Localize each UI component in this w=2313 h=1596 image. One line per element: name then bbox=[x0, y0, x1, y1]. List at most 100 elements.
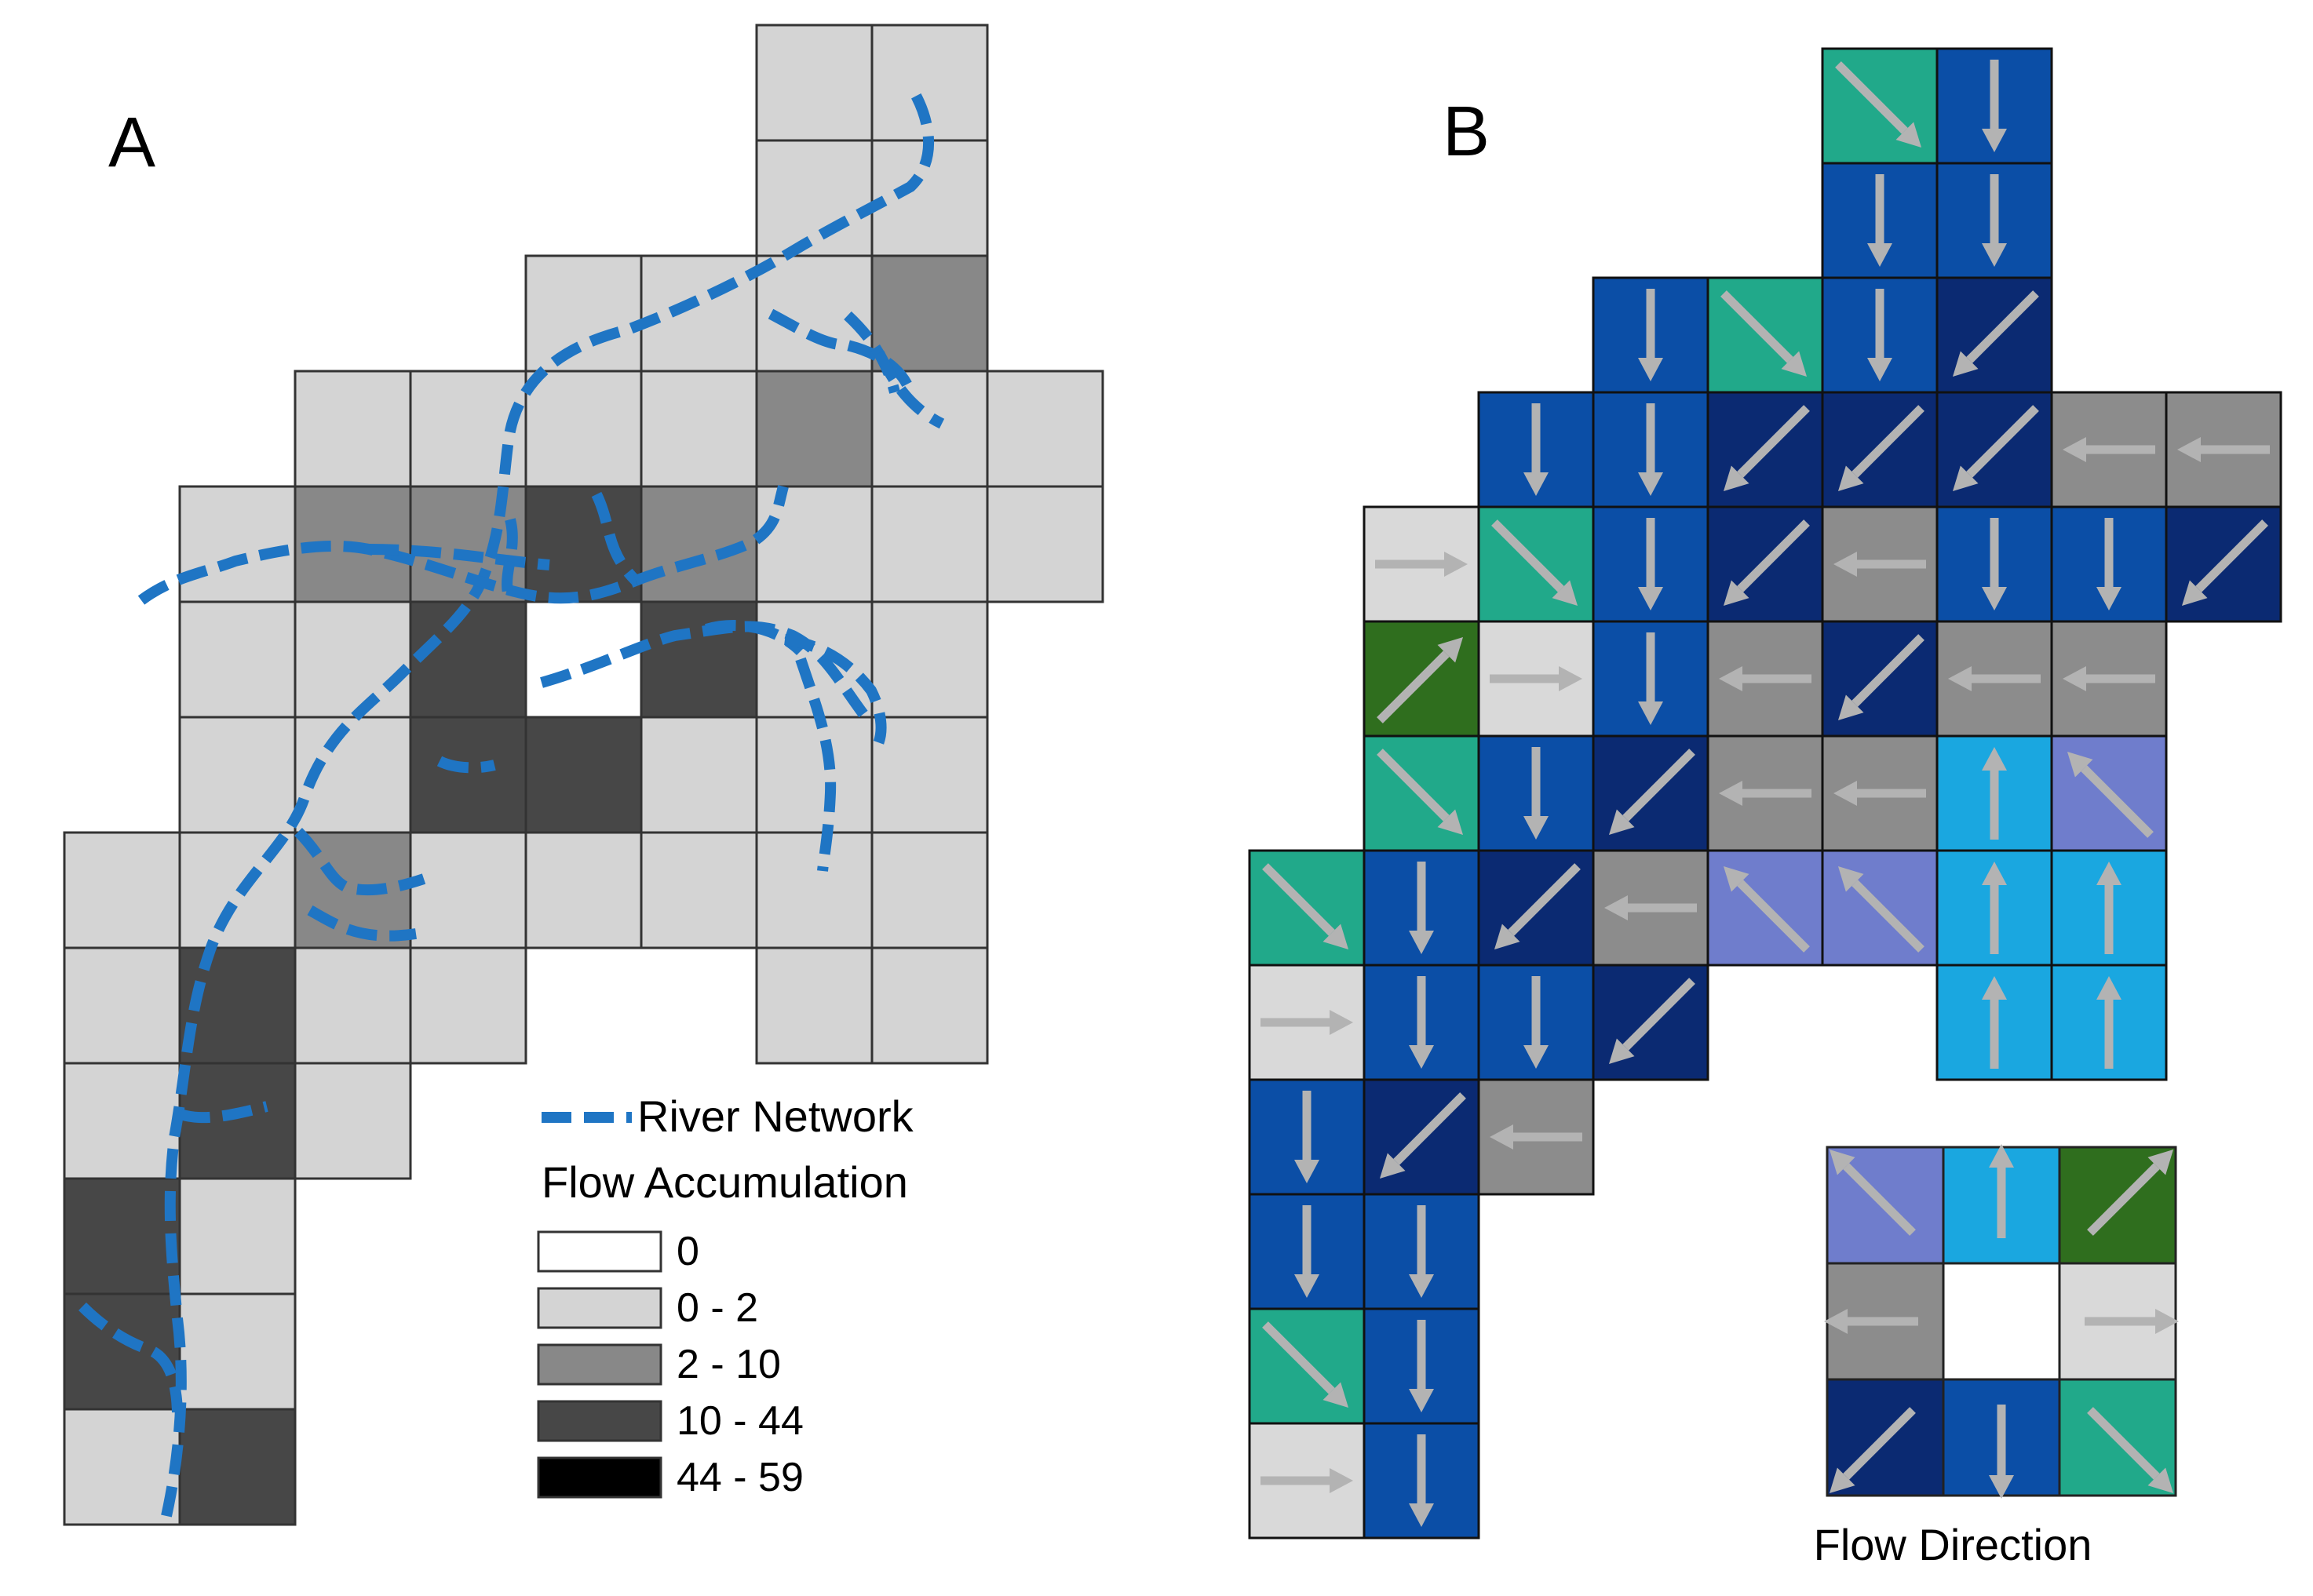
direction-arrow-head bbox=[1437, 636, 1464, 663]
legend-direction-cell bbox=[1824, 1262, 1945, 1381]
accumulation-cell bbox=[870, 716, 989, 834]
accumulation-cell bbox=[755, 716, 874, 834]
direction-arrow-head bbox=[1409, 931, 1434, 954]
river-segment bbox=[78, 1303, 183, 1413]
accumulation-cell bbox=[986, 370, 1104, 488]
direction-arrow-head bbox=[1948, 666, 1972, 691]
direction-cell bbox=[1363, 1422, 1480, 1540]
direction-arrow-head bbox=[1638, 472, 1663, 496]
legend-direction-arrow-shaft bbox=[2087, 1163, 2160, 1236]
direction-cell bbox=[1935, 162, 2053, 279]
direction-cell bbox=[2050, 964, 2168, 1081]
direction-arrow-head bbox=[1608, 809, 1635, 836]
direction-arrow-head bbox=[1409, 1045, 1434, 1069]
direction-arrow-head bbox=[1723, 580, 1749, 607]
direction-cell bbox=[1706, 505, 1824, 623]
river-segment bbox=[591, 491, 640, 585]
direction-cell bbox=[1363, 1078, 1480, 1196]
direction-cell bbox=[1363, 1307, 1480, 1425]
direction-arrow-head bbox=[1294, 1160, 1319, 1183]
direction-arrow-shaft bbox=[1851, 405, 1924, 478]
direction-cell bbox=[2050, 849, 2168, 967]
direction-arrow-head bbox=[1444, 552, 1468, 577]
accumulation-cell bbox=[409, 831, 527, 949]
direction-arrow-head bbox=[1952, 351, 1979, 377]
accumulation-cell bbox=[63, 1177, 181, 1295]
direction-arrow-shaft bbox=[1622, 749, 1695, 822]
direction-cell bbox=[1592, 734, 1709, 852]
direction-arrow-head bbox=[1982, 747, 2007, 771]
river-segment bbox=[874, 350, 945, 429]
legend-direction-arrow-head bbox=[2147, 1467, 2174, 1494]
direction-arrow-head bbox=[1409, 1503, 1434, 1527]
direction-cell bbox=[1592, 505, 1709, 623]
river-network bbox=[78, 83, 945, 1518]
direction-arrow-head bbox=[1982, 862, 2007, 885]
direction-arrow-shaft bbox=[1737, 880, 1810, 953]
accumulation-cell bbox=[524, 716, 643, 834]
direction-cell bbox=[1592, 391, 1709, 508]
direction-arrow-head bbox=[2063, 666, 2086, 691]
legend-direction-arrow-head bbox=[1989, 1475, 2014, 1499]
river-segment bbox=[178, 1101, 268, 1124]
direction-cell bbox=[1821, 849, 1939, 967]
direction-arrow-head bbox=[1837, 865, 1864, 892]
legend-swatch bbox=[537, 1400, 662, 1442]
direction-arrow-head bbox=[1559, 666, 1582, 691]
flow-direction-grid bbox=[1248, 47, 2282, 1540]
river-segment bbox=[502, 518, 518, 598]
legend-direction-arrow-head bbox=[1824, 1309, 1848, 1334]
direction-cell bbox=[1592, 620, 1709, 738]
direction-arrow-head bbox=[1523, 816, 1549, 840]
direction-cell bbox=[1477, 964, 1595, 1081]
accumulation-cell bbox=[178, 716, 297, 834]
legend-direction-cell bbox=[1942, 1378, 2061, 1499]
direction-cell bbox=[2050, 734, 2168, 852]
direction-cell bbox=[1706, 391, 1824, 508]
flow-accumulation-grid bbox=[63, 24, 1104, 1526]
accumulation-cell bbox=[409, 716, 527, 834]
direction-cell bbox=[1363, 620, 1480, 738]
direction-arrow-head bbox=[1867, 358, 1892, 381]
legend-direction-cell bbox=[2058, 1146, 2177, 1265]
direction-cell bbox=[1363, 1193, 1480, 1310]
legend-swatch bbox=[537, 1287, 662, 1329]
direction-arrow-head bbox=[1723, 465, 1749, 492]
direction-cell bbox=[2050, 505, 2168, 623]
legend-river-entry: River Network bbox=[542, 1091, 914, 1141]
direction-arrow-shaft bbox=[1966, 290, 2039, 363]
legend-swatch bbox=[537, 1456, 662, 1499]
accumulation-cell bbox=[640, 370, 758, 488]
direction-cell bbox=[1363, 849, 1480, 967]
direction-cell bbox=[1477, 391, 1595, 508]
direction-arrow-head bbox=[1719, 781, 1742, 806]
direction-cell bbox=[1935, 47, 2053, 165]
accumulation-cell bbox=[640, 831, 758, 949]
direction-arrow-head bbox=[2096, 862, 2121, 885]
direction-arrow-head bbox=[1322, 1382, 1349, 1408]
direction-arrow-shaft bbox=[1851, 880, 1924, 953]
legend-class-label: 0 bbox=[677, 1229, 699, 1274]
direction-cell bbox=[1935, 964, 2053, 1081]
flow-direction-legend bbox=[1824, 1144, 2179, 1499]
direction-arrow-shaft bbox=[1262, 1321, 1335, 1394]
direction-arrow-head bbox=[1494, 924, 1520, 950]
direction-arrow-head bbox=[1523, 1045, 1549, 1069]
accumulation-cell bbox=[870, 485, 989, 603]
panel-a-label: A bbox=[108, 104, 155, 182]
direction-arrow-head bbox=[1294, 1274, 1319, 1298]
direction-cell bbox=[1248, 1078, 1366, 1196]
accumulation-cell bbox=[640, 600, 758, 719]
direction-cell bbox=[1592, 849, 1709, 967]
direction-arrow-shaft bbox=[1966, 405, 2039, 478]
accumulation-cell bbox=[409, 946, 527, 1065]
direction-arrow-shaft bbox=[2195, 519, 2268, 592]
direction-cell bbox=[1592, 964, 1709, 1081]
flow-direction-title: Flow Direction bbox=[1814, 1520, 2092, 1569]
direction-arrow-head bbox=[1379, 1153, 1406, 1179]
direction-arrow-shaft bbox=[1622, 978, 1695, 1051]
direction-arrow-shaft bbox=[1377, 749, 1450, 822]
direction-arrow-head bbox=[1982, 129, 2007, 152]
direction-arrow-head bbox=[1638, 358, 1663, 381]
